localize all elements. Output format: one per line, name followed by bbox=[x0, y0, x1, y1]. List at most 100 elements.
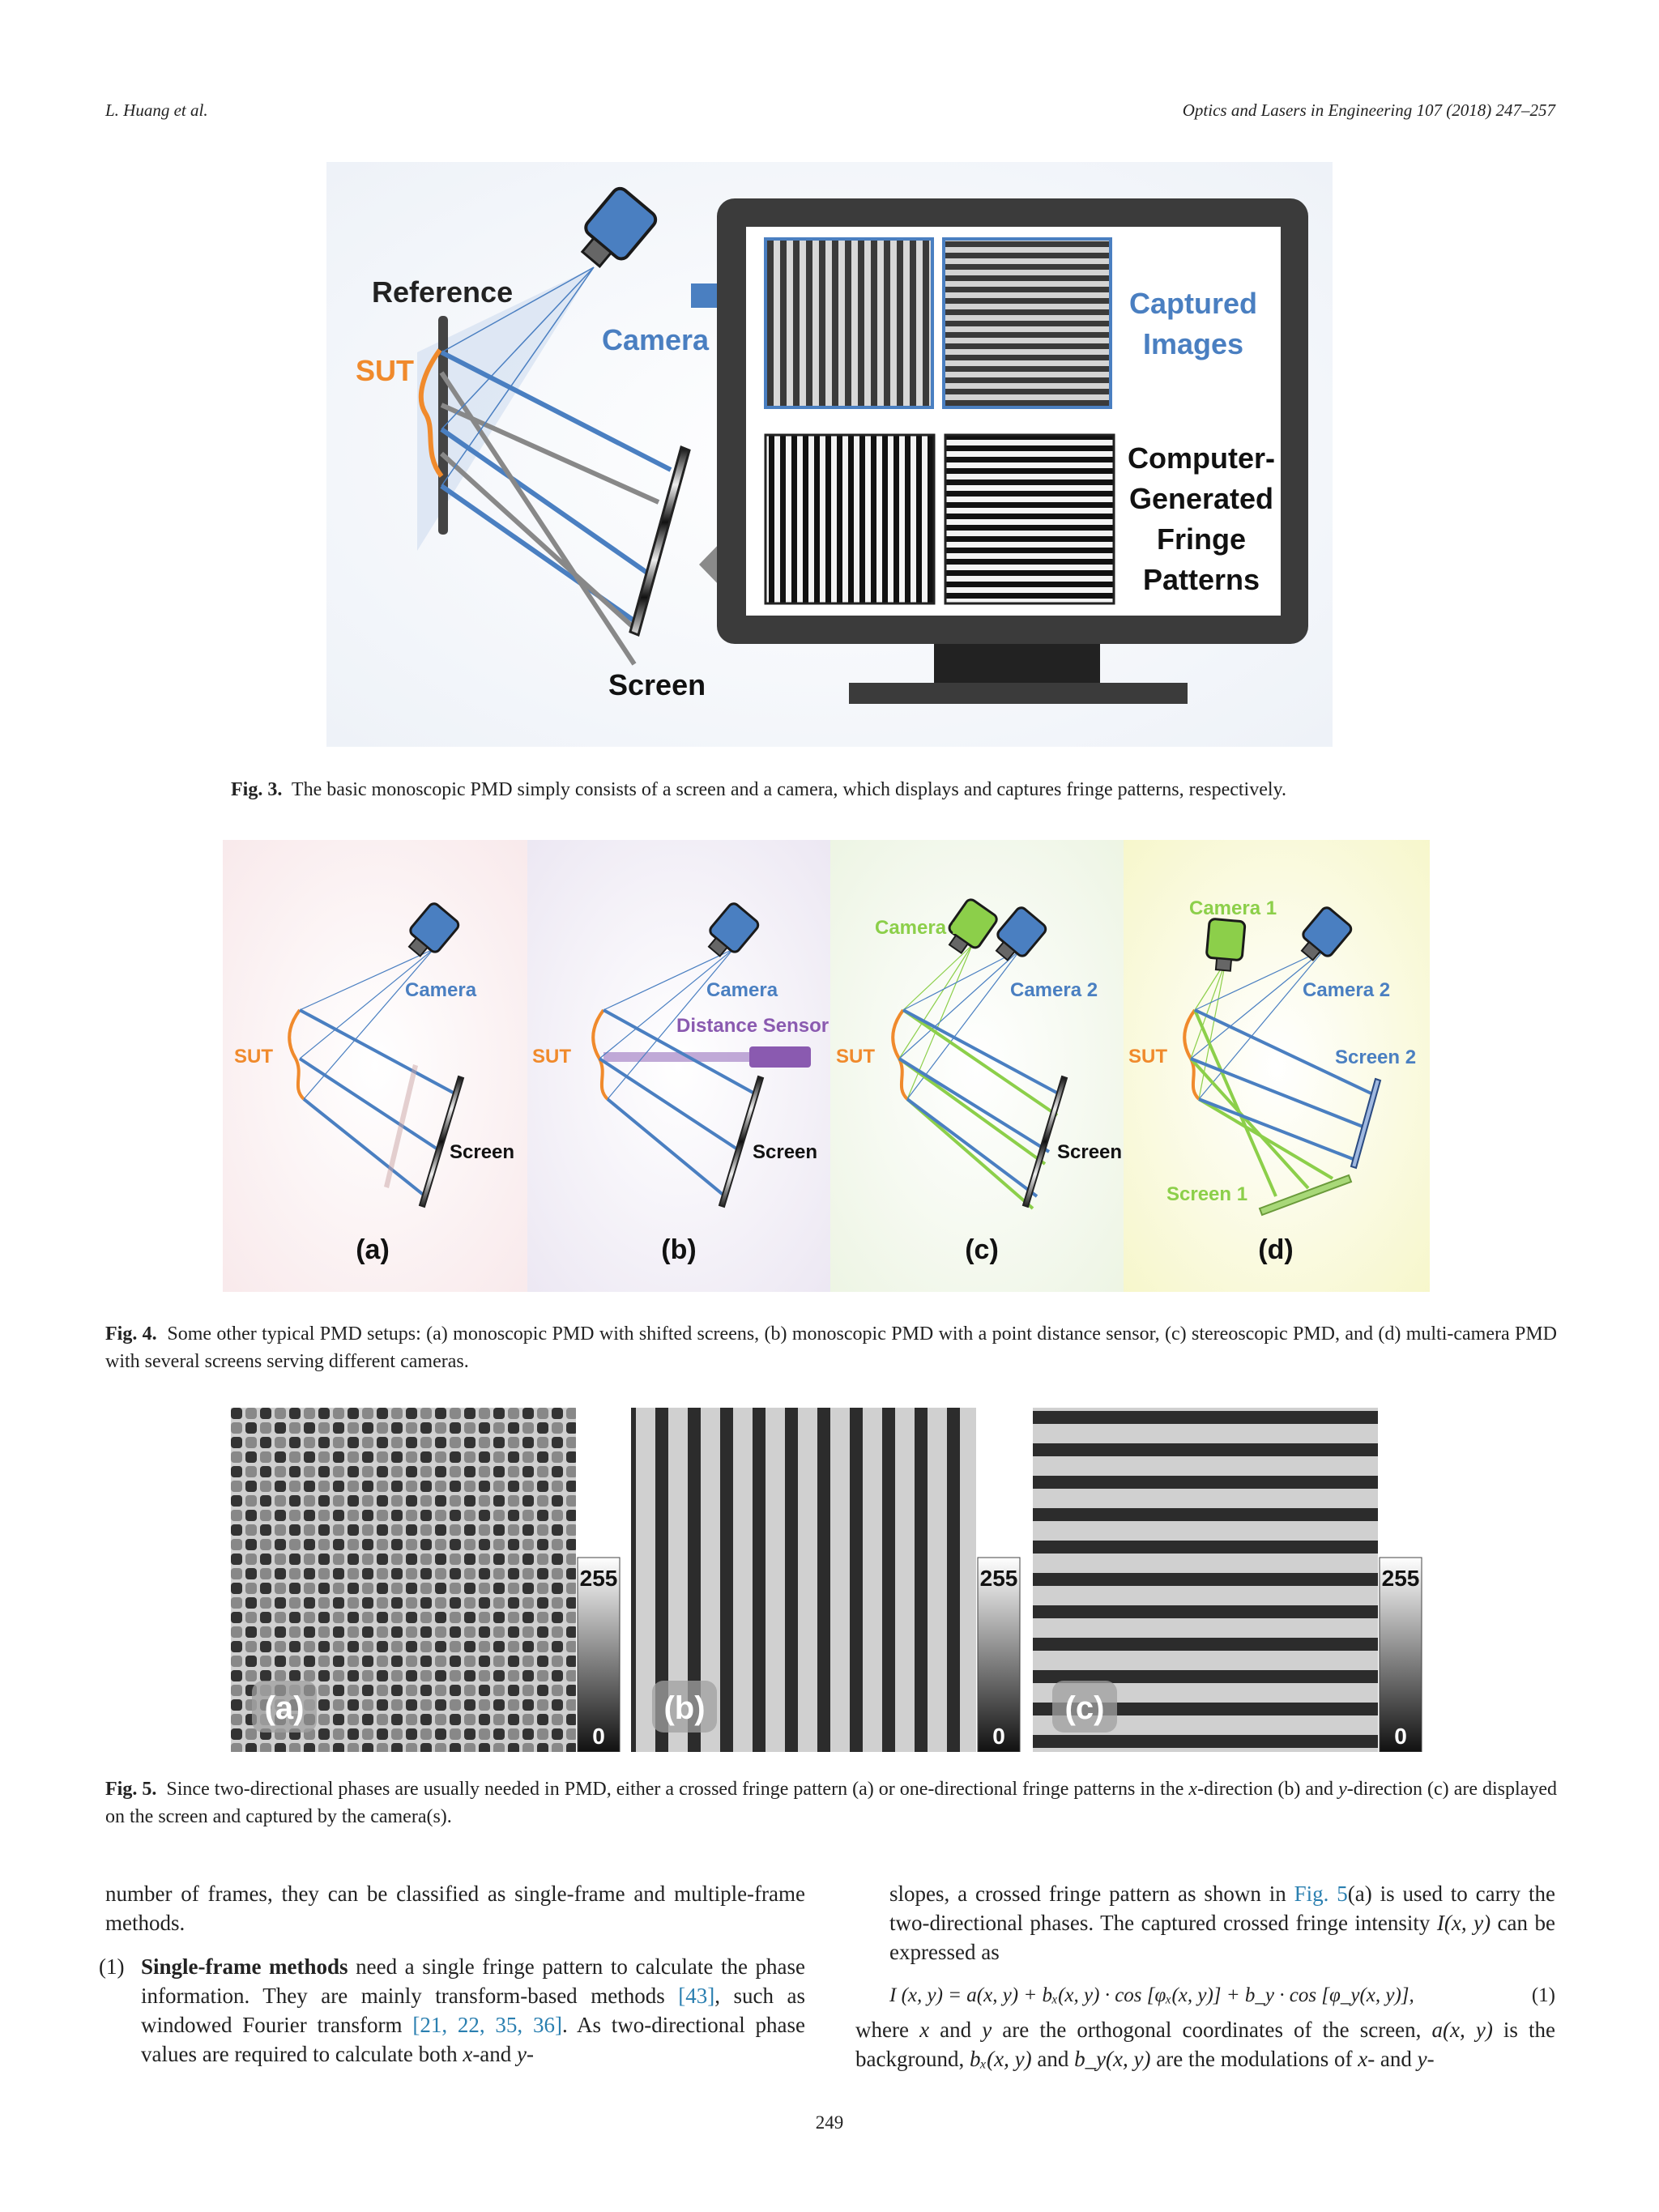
fig4-d-camera2: Camera 2 bbox=[1303, 979, 1390, 1001]
figure-4-caption: Fig. 4. Some other typical PMD setups: (… bbox=[105, 1320, 1557, 1375]
fig4-b-screen: Screen bbox=[753, 1141, 817, 1163]
fig4-b-sensor: Distance Sensor bbox=[676, 1015, 829, 1037]
t1: where bbox=[855, 2018, 919, 2042]
t9: and bbox=[1032, 2047, 1074, 2071]
fig4-d-camera1: Camera 1 bbox=[1189, 897, 1277, 919]
label-reference: Reference bbox=[372, 275, 513, 309]
list-item-heading: Single-frame methods bbox=[141, 1954, 348, 1979]
figure-5-link[interactable]: Fig. 5 bbox=[1294, 1882, 1348, 1906]
fig5-a-tag: (a) bbox=[265, 1690, 305, 1726]
figure-5-caption-text-2: -direction (b) and bbox=[1197, 1779, 1338, 1800]
label-sut: SUT bbox=[356, 354, 414, 387]
label-captured-1: Captured bbox=[1129, 287, 1257, 320]
figure-4: SUT Camera Screen (a) SUT Camera Distanc… bbox=[223, 840, 1430, 1292]
figure-3: Reference SUT Camera Captured Images Com… bbox=[326, 162, 1333, 747]
fig5-panel-b: (b) 255 0 bbox=[631, 1408, 1020, 1752]
fig5-a-min: 0 bbox=[592, 1724, 605, 1749]
label-camera: Camera bbox=[602, 323, 710, 356]
fig4-c-camera2: Camera 2 bbox=[1010, 979, 1098, 1001]
fig5-b-tag: (b) bbox=[663, 1690, 705, 1726]
fig5-a-max: 255 bbox=[580, 1566, 618, 1591]
monitor-neck bbox=[934, 644, 1100, 684]
list-item-number: (1) bbox=[99, 1952, 124, 1981]
figure-3-caption: Fig. 3. The basic monoscopic PMD simply … bbox=[231, 776, 1446, 803]
t8: bₓ(x, y) bbox=[970, 2047, 1032, 2071]
label-screen: Screen bbox=[608, 668, 706, 701]
label-captured-2: Images bbox=[1143, 327, 1243, 360]
fig4-d-screen1: Screen 1 bbox=[1166, 1183, 1247, 1205]
fig4-b-tag: (b) bbox=[661, 1234, 696, 1265]
left-paragraph: number of frames, they can be classified… bbox=[105, 1879, 805, 1937]
generated-pattern-vertical bbox=[766, 435, 934, 603]
caption-y-var: y bbox=[1338, 1779, 1347, 1800]
t10: b_y(x, y) bbox=[1074, 2047, 1150, 2071]
label-generated-3: Fringe bbox=[1157, 522, 1246, 556]
running-header-journal: Optics and Lasers in Engineering 107 (20… bbox=[1183, 100, 1555, 121]
equation-body: I (x, y) = a(x, y) + bₓ(x, y) · cos [φₓ(… bbox=[889, 1981, 1414, 2010]
fig4-b-sut: SUT bbox=[532, 1046, 571, 1068]
fig5-panel-a: (a) 255 0 bbox=[231, 1408, 620, 1752]
t2: x bbox=[919, 2018, 929, 2042]
generated-pattern-horizontal bbox=[945, 435, 1114, 603]
figure-3-caption-text: The basic monoscopic PMD simply consists… bbox=[292, 779, 1286, 800]
left-column: number of frames, they can be classified… bbox=[105, 1879, 805, 2069]
right-column: slopes, a crossed fringe pattern as show… bbox=[855, 1879, 1555, 2073]
figure-3-caption-label: Fig. 3. bbox=[231, 779, 282, 800]
fig5-c-min: 0 bbox=[1394, 1724, 1407, 1749]
reference-bar bbox=[438, 316, 448, 535]
t5: are the orthogonal coordinates of the sc… bbox=[992, 2018, 1431, 2042]
label-generated-1: Computer- bbox=[1128, 441, 1275, 475]
fig4-c-screen: Screen bbox=[1057, 1141, 1122, 1163]
running-header-authors: L. Huang et al. bbox=[105, 100, 208, 121]
var-intensity: I(x, y) bbox=[1437, 1911, 1491, 1935]
figure-5-caption-text: Since two-directional phases are usually… bbox=[166, 1779, 1188, 1800]
captured-image-horizontal bbox=[944, 239, 1111, 407]
monitor-stand bbox=[849, 683, 1188, 704]
fig4-d-screen2: Screen 2 bbox=[1335, 1046, 1416, 1068]
fig4-a-camera: Camera bbox=[405, 979, 477, 1001]
figure-3-diagram: Reference SUT Camera Captured Images Com… bbox=[326, 162, 1333, 747]
figure-4-caption-text: Some other typical PMD setups: (a) monos… bbox=[105, 1323, 1557, 1372]
label-generated-4: Patterns bbox=[1143, 563, 1260, 596]
t15: - bbox=[1427, 2047, 1435, 2071]
fig5-b-max: 255 bbox=[980, 1566, 1018, 1591]
fig4-b-camera: Camera bbox=[706, 979, 778, 1001]
figure-5: (a) 255 0 (b) 255 0 (c) 255 0 bbox=[231, 1408, 1430, 1752]
fig5-panel-c: (c) 255 0 bbox=[1033, 1408, 1422, 1752]
fig5-c-tag: (c) bbox=[1065, 1690, 1105, 1726]
fig4-c-tag: (c) bbox=[965, 1234, 999, 1265]
citation-43[interactable]: [43] bbox=[678, 1984, 714, 2008]
fig5-c-max: 255 bbox=[1382, 1566, 1420, 1591]
captured-image-vertical bbox=[766, 239, 932, 407]
figure-4-caption-label: Fig. 4. bbox=[105, 1323, 157, 1345]
figure-5-caption: Fig. 5. Since two-directional phases are… bbox=[105, 1775, 1557, 1831]
var-x: x bbox=[463, 2042, 472, 2066]
fig4-a-tag: (a) bbox=[356, 1234, 390, 1265]
t6: a(x, y) bbox=[1432, 2018, 1493, 2042]
right-paragraph-1: slopes, a crossed fringe pattern as show… bbox=[855, 1879, 1555, 1967]
fig4-a-screen: Screen bbox=[450, 1141, 514, 1163]
fig4-a-sut: SUT bbox=[234, 1046, 273, 1068]
figure-5-images: (a) 255 0 (b) 255 0 (c) 255 0 bbox=[231, 1408, 1430, 1752]
var-y: y bbox=[517, 2042, 527, 2066]
caption-x-var: x bbox=[1188, 1779, 1197, 1800]
fig5-b-min: 0 bbox=[992, 1724, 1005, 1749]
right-text-1: slopes, a crossed fringe pattern as show… bbox=[889, 1882, 1294, 1906]
t13: - and bbox=[1367, 2047, 1417, 2071]
t3: and bbox=[929, 2018, 982, 2042]
figure-5-caption-label: Fig. 5. bbox=[105, 1779, 156, 1800]
fig4-c-sut: SUT bbox=[836, 1046, 875, 1068]
equation-1: I (x, y) = a(x, y) + bₓ(x, y) · cos [φₓ(… bbox=[855, 1975, 1555, 2015]
t12: x bbox=[1358, 2047, 1367, 2071]
citation-21-22-35-36[interactable]: [21, 22, 35, 36] bbox=[412, 2013, 562, 2037]
t14: y bbox=[1418, 2047, 1427, 2071]
fig4-c-camera1: Camera 1 bbox=[875, 917, 962, 939]
equation-number: (1) bbox=[1532, 1981, 1555, 2010]
fig4-d-tag: (d) bbox=[1258, 1234, 1293, 1265]
t4: y bbox=[982, 2018, 992, 2042]
list-item-text-4: -and bbox=[472, 2042, 517, 2066]
t11: are the modulations of bbox=[1151, 2047, 1358, 2071]
fig4-d-sut: SUT bbox=[1128, 1046, 1167, 1068]
list-item-text-5: - bbox=[527, 2042, 534, 2066]
label-generated-2: Generated bbox=[1129, 482, 1273, 515]
